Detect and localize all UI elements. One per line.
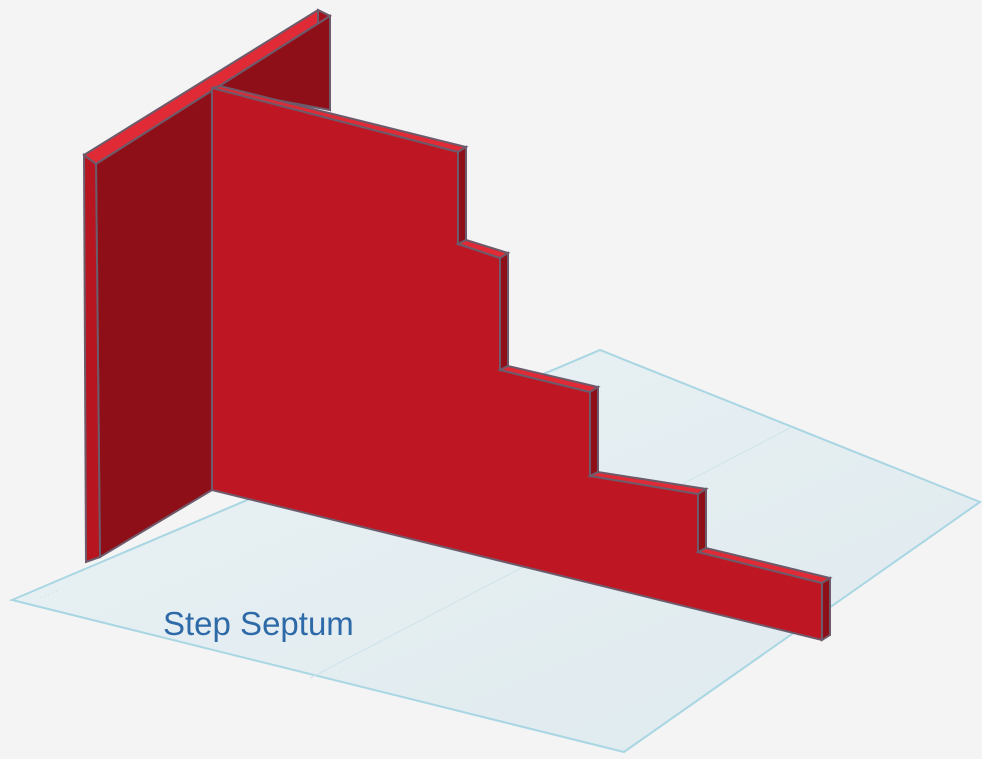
step-1-side xyxy=(457,145,467,246)
model-caption: Step Septum xyxy=(163,605,354,642)
back-wall-front-edge xyxy=(82,152,102,564)
stepped-wall xyxy=(211,84,833,642)
step-3-side xyxy=(589,385,599,478)
step-2-side xyxy=(499,251,509,372)
step-4-side xyxy=(697,487,707,554)
stepped-wall-end-face xyxy=(821,576,831,642)
back-wall-plate xyxy=(82,8,333,564)
